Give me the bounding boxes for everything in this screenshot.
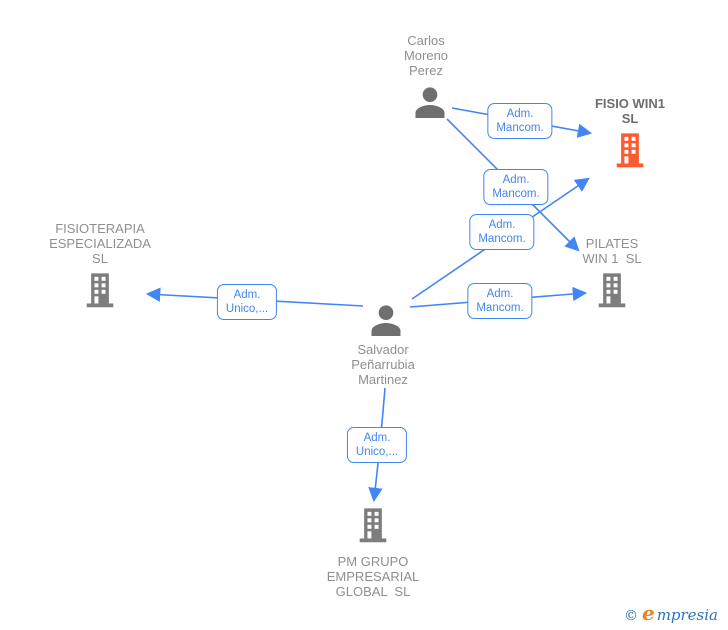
edge-label-adm-mancom-4: Adm. Mancom.: [467, 283, 533, 319]
person-icon-salvador[interactable]: [366, 301, 406, 341]
node-label-fisioterapia-especializada-sl: FISIOTERAPIA ESPECIALIZADA SL: [49, 221, 151, 266]
edge-label-adm-mancom-1: Adm. Mancom.: [487, 103, 553, 139]
empresia-logo-text: mpresia: [656, 606, 718, 624]
empresia-logo-initial: e: [641, 601, 655, 625]
person-icon-carlos[interactable]: [410, 83, 450, 123]
node-label-pilates-win-1-sl: PILATES WIN 1 SL: [582, 236, 642, 266]
node-label-pm-grupo-empresarial-global-sl: PM GRUPO EMPRESARIAL GLOBAL SL: [326, 554, 420, 599]
edge-label-adm-mancom-2: Adm. Mancom.: [483, 169, 549, 205]
building-icon-fisio-win1[interactable]: [611, 131, 649, 169]
building-icon-fisioterapia[interactable]: [81, 271, 119, 309]
node-label-fisio-win1-sl: FISIO WIN1 SL: [594, 96, 666, 126]
node-label-salvador-penarrubia-martinez: Salvador Peñarrubia Martinez: [351, 342, 415, 387]
copyright-symbol: ©: [623, 608, 638, 624]
edge-label-adm-unico-2: Adm. Unico,...: [346, 427, 408, 463]
edge-label-adm-unico-1: Adm. Unico,...: [216, 284, 278, 320]
edge-label-adm-mancom-3: Adm. Mancom.: [469, 214, 535, 250]
empresia-logo[interactable]: © e mpresia: [624, 603, 718, 624]
building-icon-pilates[interactable]: [593, 271, 631, 309]
building-icon-pm-grupo[interactable]: [354, 506, 392, 544]
node-label-carlos-moreno-perez: Carlos Moreno Perez: [403, 33, 449, 78]
